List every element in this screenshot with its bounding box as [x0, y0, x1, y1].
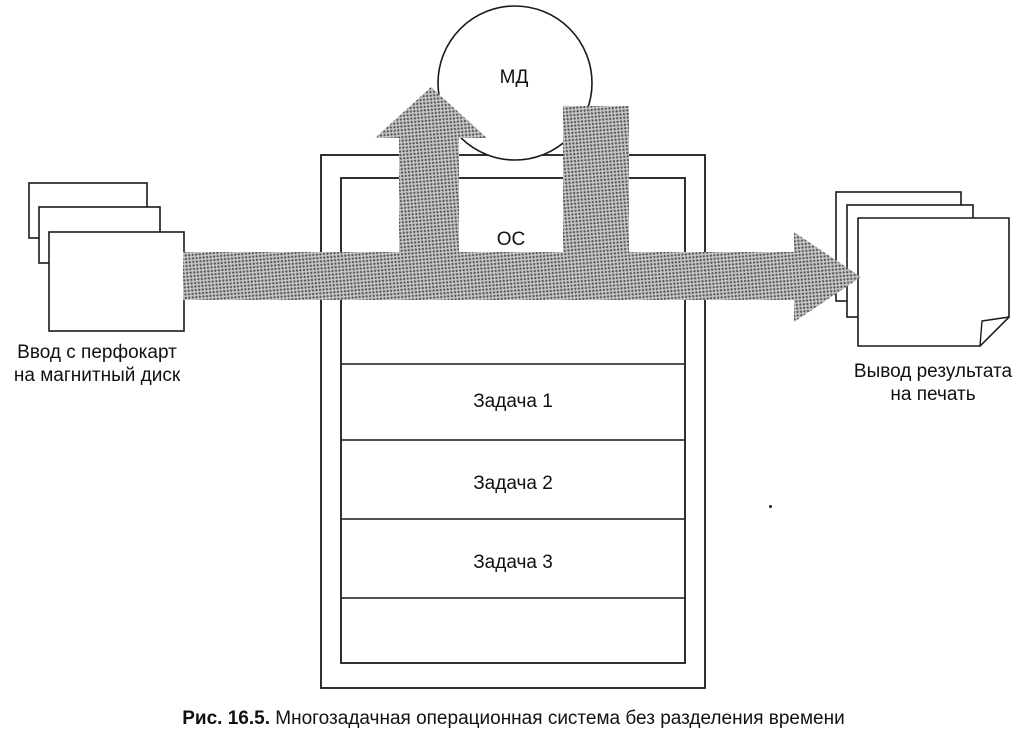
- magnetic-disk-circle: [437, 5, 593, 161]
- scan-artifact-dot: [769, 505, 772, 508]
- task3-label: Задача 3: [473, 552, 553, 573]
- sheet-fold: [979, 316, 1010, 347]
- disk-label: МД: [499, 67, 529, 88]
- punched-card: [48, 231, 185, 332]
- output-caption-line1: Вывод результата: [853, 361, 1013, 382]
- task2-label: Задача 2: [473, 473, 553, 494]
- output-caption-line2: на печать: [890, 384, 976, 405]
- figure-caption: Рис. 16.5. Многозадачная операционная си…: [0, 708, 1027, 730]
- input-caption: Ввод с перфокарт на магнитный диск: [14, 341, 180, 387]
- punched-cards-icon: [28, 182, 185, 332]
- memory-to-disk-arrow: [375, 87, 487, 300]
- figure-caption-text: Многозадачная операционная система без р…: [275, 708, 845, 729]
- output-caption: Вывод результата на печать: [854, 360, 1012, 406]
- input-caption-line2: на магнитный диск: [13, 365, 181, 386]
- figure-caption-number: Рис. 16.5.: [182, 708, 270, 729]
- input-caption-line1: Ввод с перфокарт: [17, 342, 177, 363]
- input-flow-arrow: [183, 232, 861, 322]
- task1-label: Задача 1: [473, 391, 553, 412]
- output-papers-icon: [835, 191, 1010, 347]
- os-label: ОС: [496, 229, 526, 250]
